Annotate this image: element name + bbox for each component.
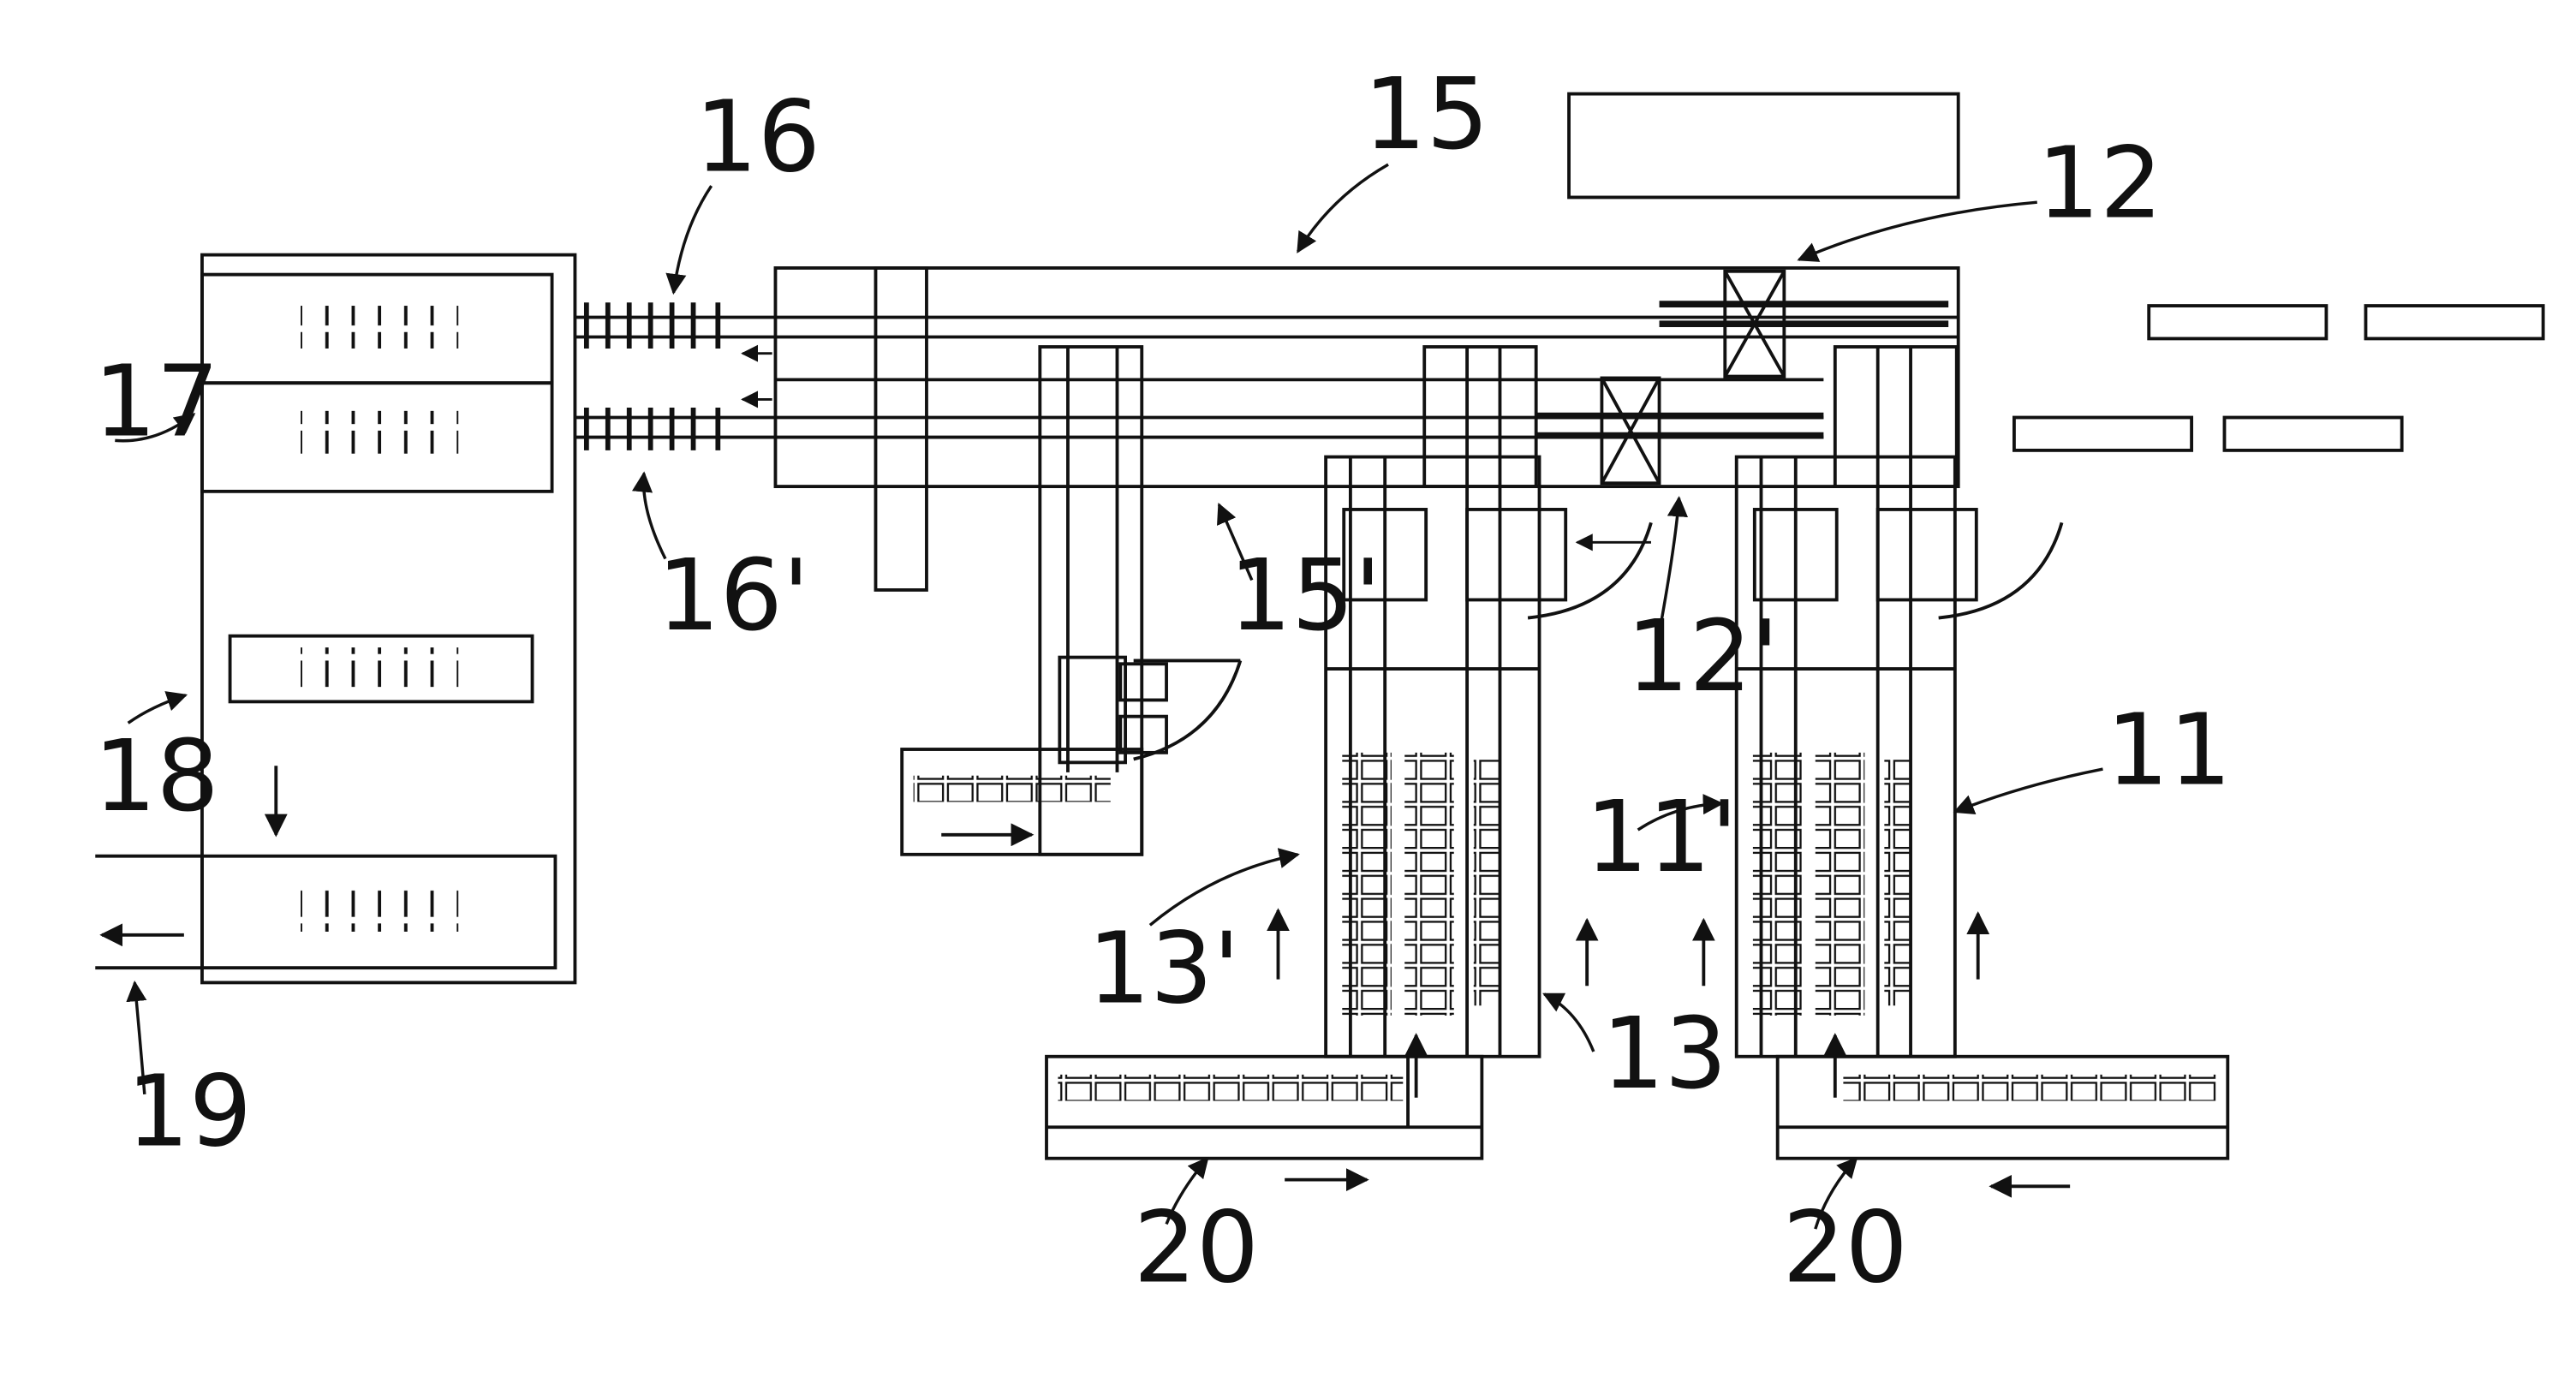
right-block-3 bbox=[2014, 418, 2191, 450]
label-19: 19 bbox=[127, 1054, 252, 1169]
label-13p: 13' bbox=[1088, 911, 1240, 1026]
label-11p: 11' bbox=[1585, 780, 1738, 895]
label-15p: 15' bbox=[1229, 539, 1381, 653]
slots-3 bbox=[301, 647, 458, 690]
slots-1 bbox=[301, 306, 458, 349]
label-13: 13 bbox=[1601, 997, 1726, 1112]
storage-frame bbox=[202, 255, 575, 983]
right-block-4 bbox=[2224, 418, 2401, 450]
label-16p: 16' bbox=[657, 539, 809, 653]
label-20-left: 20 bbox=[1134, 1191, 1259, 1306]
connector-16 bbox=[575, 302, 775, 450]
label-18: 18 bbox=[93, 719, 218, 834]
right-block-2 bbox=[2365, 306, 2543, 338]
label-20-right: 20 bbox=[1782, 1191, 1907, 1306]
label-12: 12 bbox=[2037, 126, 2162, 241]
label-12p: 12' bbox=[1626, 599, 1779, 714]
label-17: 17 bbox=[93, 345, 218, 460]
right-block-1 bbox=[2149, 306, 2326, 338]
conveyor-right-20 bbox=[1778, 1057, 2228, 1159]
label-11: 11 bbox=[2106, 693, 2231, 808]
top-box bbox=[1569, 94, 1959, 198]
slots-2 bbox=[301, 411, 458, 454]
middle-tower bbox=[1278, 347, 1650, 1057]
label-15: 15 bbox=[1363, 57, 1488, 172]
slots-4 bbox=[301, 889, 458, 932]
label-16: 16 bbox=[695, 80, 820, 195]
left-tower bbox=[902, 347, 1240, 855]
